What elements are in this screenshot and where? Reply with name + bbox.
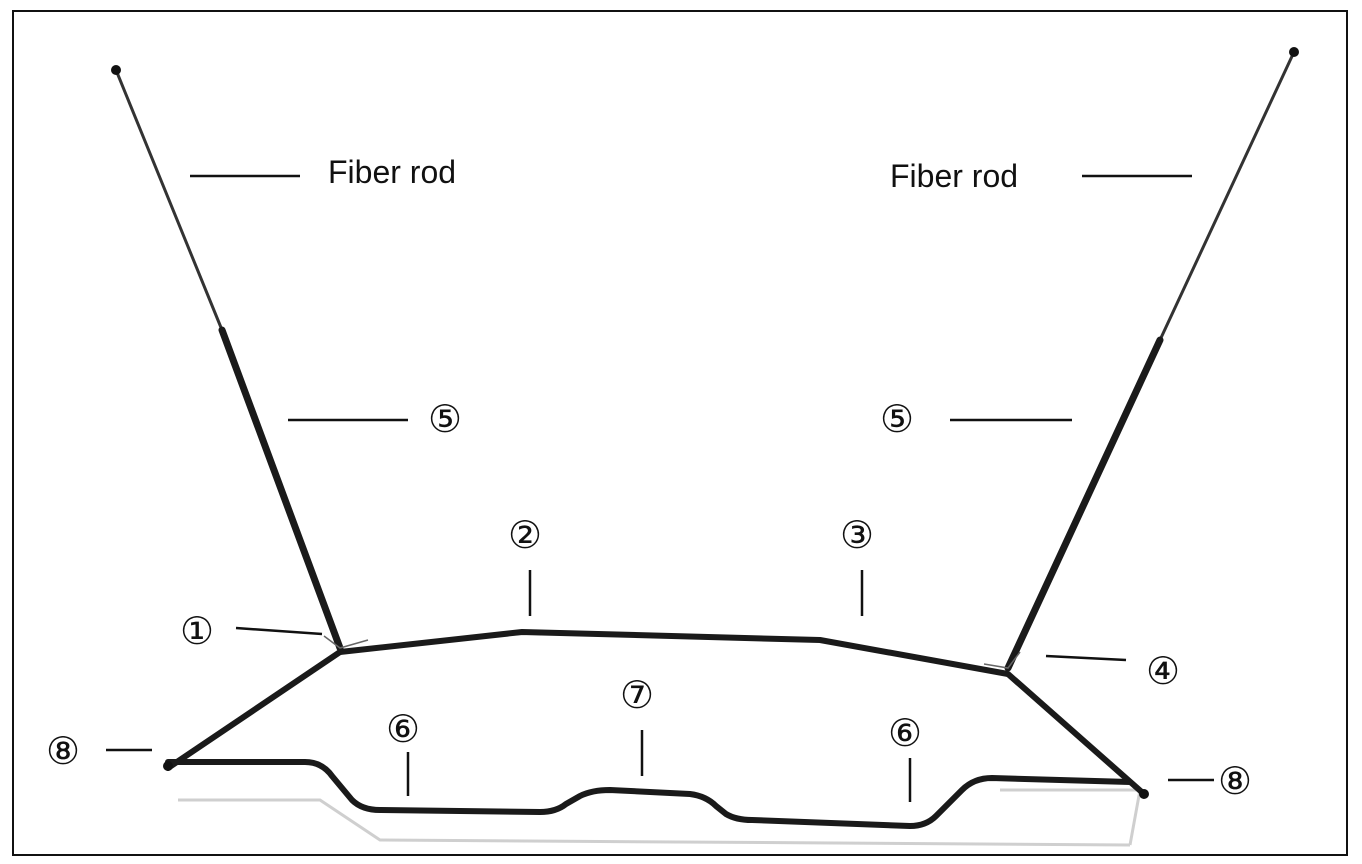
fiber-rod-label-right: Fiber rod (890, 158, 1019, 194)
callout-6-right: ⑥ (888, 711, 923, 755)
callout-2: ② (508, 513, 543, 557)
callout-8-left: ⑧ (46, 729, 81, 773)
right-fiber-rod (1004, 47, 1299, 672)
leader-lines (106, 174, 1214, 802)
callout-7: ⑦ (620, 673, 655, 717)
top-bar (339, 629, 1009, 677)
right-leg (1005, 671, 1147, 797)
diagram-frame (12, 10, 1348, 856)
joint-wires (323, 635, 1021, 669)
callout-4: ④ (1146, 649, 1181, 693)
floor-shadow (178, 788, 1142, 847)
callout-8-right: ⑧ (1218, 759, 1253, 803)
left-leg (165, 649, 343, 771)
callout-5-left: ⑤ (428, 397, 463, 441)
left-fiber-rod (111, 65, 344, 652)
bottom-base-bar (165, 759, 1133, 829)
callout-6-left: ⑥ (386, 707, 421, 751)
callout-1: ① (180, 609, 215, 653)
callout-5-right: ⑤ (880, 397, 915, 441)
fiber-rod-label-left: Fiber rod (328, 154, 457, 190)
left-foot-end (163, 761, 173, 771)
callout-3: ③ (840, 513, 875, 557)
right-foot-end (1139, 789, 1149, 799)
